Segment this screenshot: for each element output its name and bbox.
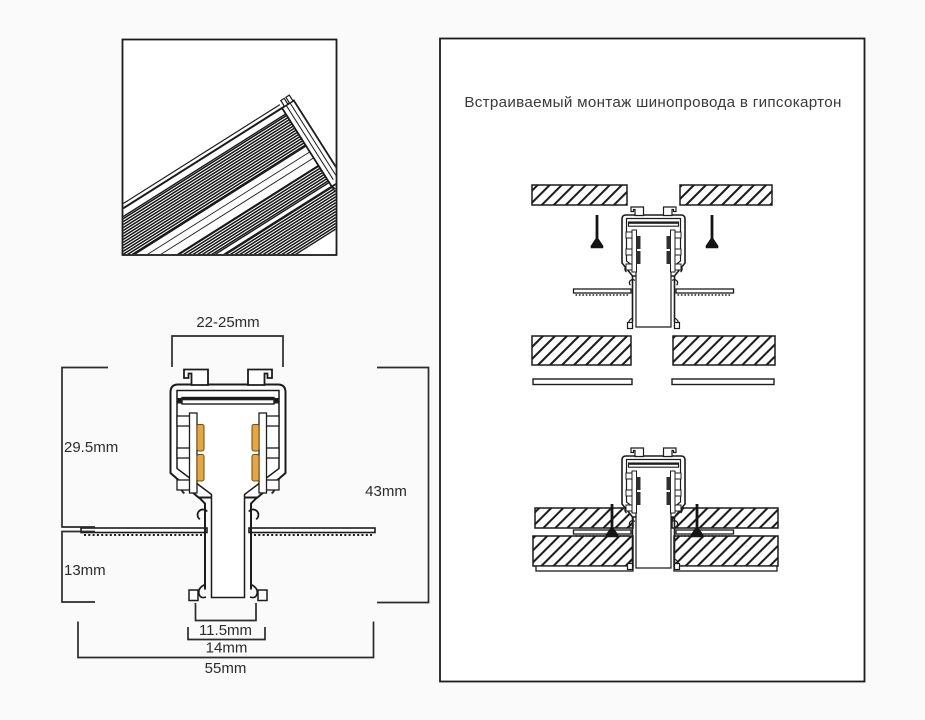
finishing-strip xyxy=(671,378,775,386)
finishing-strip xyxy=(535,565,634,572)
drywall-panel xyxy=(672,335,776,366)
panel-title: Встраиваемый монтаж шинопровода в гипсок… xyxy=(464,94,841,111)
drywall-panel xyxy=(673,535,779,567)
installation-panel-frame xyxy=(439,37,866,683)
install-step-ceiling-fixing xyxy=(531,184,773,329)
track-profile-cross-section xyxy=(81,370,375,601)
finishing-strip xyxy=(673,565,778,572)
drywall-panel xyxy=(671,507,779,529)
drywall-panel xyxy=(532,535,634,567)
drywall-panel xyxy=(679,184,773,206)
drywall-panel xyxy=(531,184,628,206)
installation-panel: Встраиваемый монтаж шинопровода в гипсок… xyxy=(439,37,866,683)
drywall-panel xyxy=(534,507,634,529)
dim-label-slot-width: 22-25mm xyxy=(196,314,259,331)
dim-label-total-height: 43mm xyxy=(365,483,407,500)
dim-label-flange-width: 55mm xyxy=(205,660,247,677)
finishing-strip xyxy=(532,378,633,386)
dim-label-throat-outer-width: 14mm xyxy=(206,640,248,657)
dim-label-throat-inner-width: 11.5mm xyxy=(199,622,252,639)
dim-label-lower-height: 13mm xyxy=(64,562,106,579)
profile-end-cap xyxy=(279,94,336,192)
isometric-view-box xyxy=(121,38,338,256)
isometric-profile-drawing xyxy=(123,94,336,254)
cross-section-drawing: 22-25mm 29.5mm 43mm 13mm 11.5mm 14mm 55m… xyxy=(61,314,430,677)
dimension-lines xyxy=(61,335,430,659)
dim-label-upper-height: 29.5mm xyxy=(64,439,118,456)
drywall-panel xyxy=(531,335,632,366)
install-step-drywall-sheets xyxy=(531,335,776,386)
install-step-assembled xyxy=(532,448,779,572)
